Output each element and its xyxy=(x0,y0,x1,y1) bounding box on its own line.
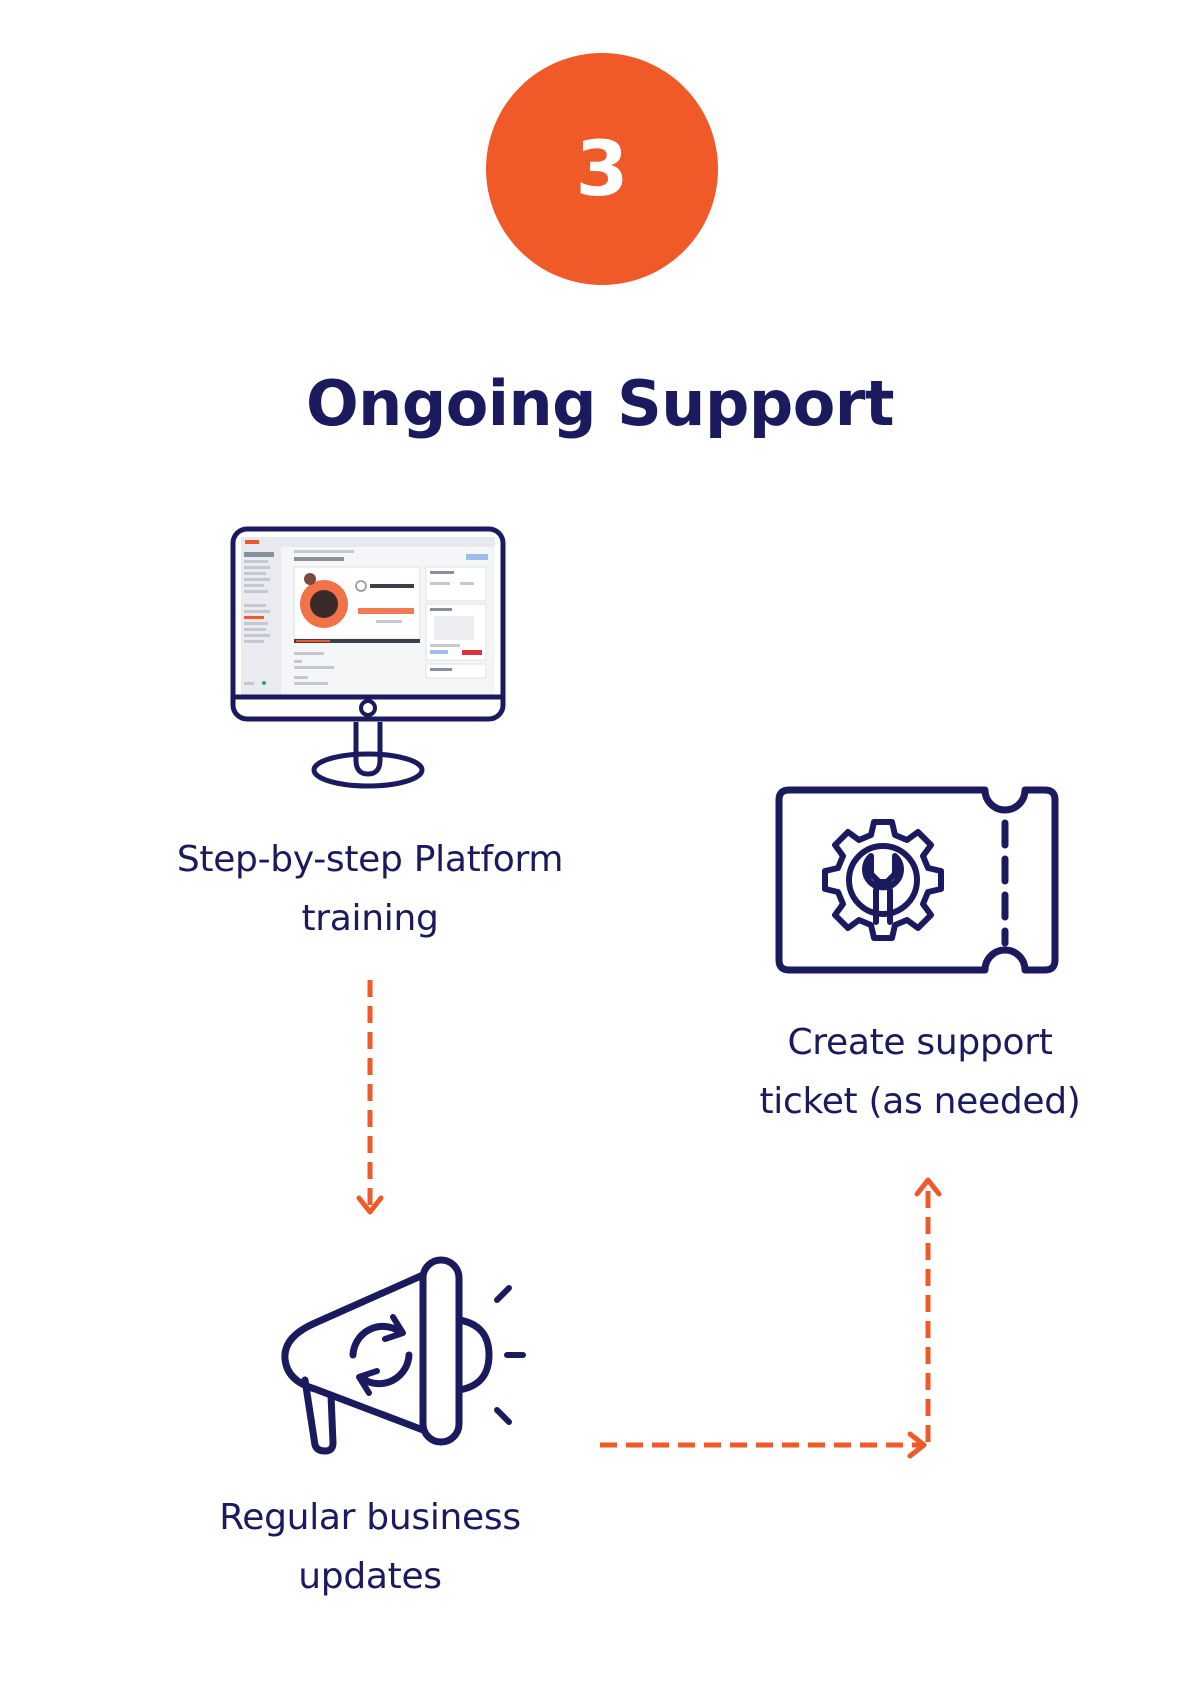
arrow-updates-to-ticket xyxy=(600,1177,942,1459)
step-number: 3 xyxy=(575,124,629,213)
arrow-training-to-updates xyxy=(356,980,384,1215)
training-label-line2: training xyxy=(301,898,439,939)
page-title: Ongoing Support xyxy=(305,367,895,440)
training-label-line1: Step-by-step Platform xyxy=(176,839,564,880)
monitor-icon xyxy=(230,526,506,789)
updates-label-line1: Regular business xyxy=(219,1497,521,1538)
training-label: Step-by-step Platform training xyxy=(140,830,600,948)
ticket-label: Create support ticket (as needed) xyxy=(700,1013,1140,1131)
ticket-label-line2: ticket (as needed) xyxy=(759,1081,1081,1122)
updates-label: Regular business updates xyxy=(160,1488,580,1606)
ticket-label-line1: Create support xyxy=(787,1022,1053,1063)
updates-label-line2: updates xyxy=(298,1556,442,1597)
megaphone-icon xyxy=(281,1256,526,1455)
step-number-badge: 3 xyxy=(486,53,718,285)
support-ticket-icon xyxy=(775,786,1059,974)
